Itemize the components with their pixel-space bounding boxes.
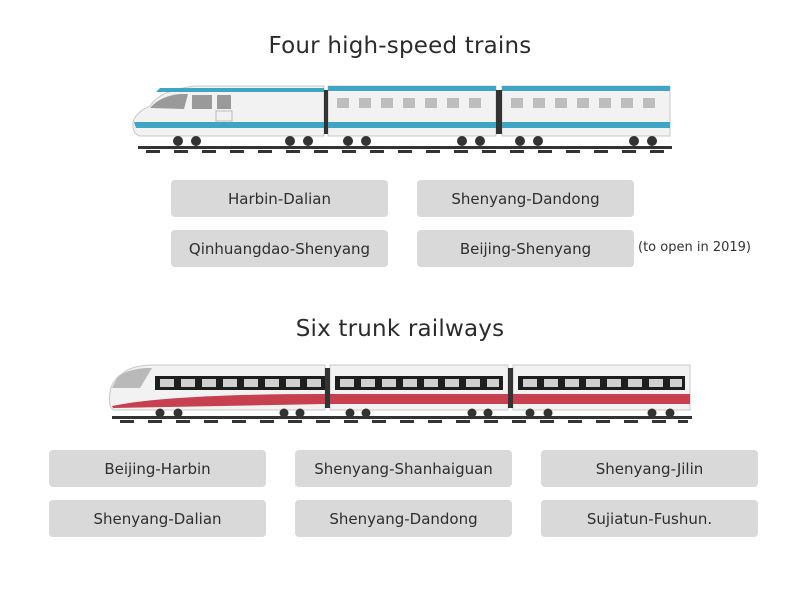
- route-shenyang-jilin: Shenyang-Jilin: [541, 450, 758, 487]
- route-sujiatun-fushun: Sujiatun-Fushun.: [541, 500, 758, 537]
- trunk-title: Six trunk railways: [295, 316, 505, 342]
- route-harbin-dalian: Harbin-Dalian: [171, 180, 388, 217]
- route-shenyang-dalian: Shenyang-Dalian: [49, 500, 266, 537]
- route-shenyang-dandong-hs: Shenyang-Dandong: [417, 180, 634, 217]
- route-shenyang-dandong-trunk: Shenyang-Dandong: [295, 500, 512, 537]
- route-qinhuangdao-shenyang: Qinhuangdao-Shenyang: [171, 230, 388, 267]
- route-shenyang-shanhaiguan: Shenyang-Shanhaiguan: [295, 450, 512, 487]
- opening-note: (to open in 2019): [638, 240, 751, 255]
- high-speed-train-icon: [132, 85, 672, 153]
- route-beijing-harbin: Beijing-Harbin: [49, 450, 266, 487]
- trunk-train-icon: [109, 364, 692, 423]
- high-speed-title: Four high-speed trains: [268, 33, 532, 59]
- route-beijing-shenyang: Beijing-Shenyang: [417, 230, 634, 267]
